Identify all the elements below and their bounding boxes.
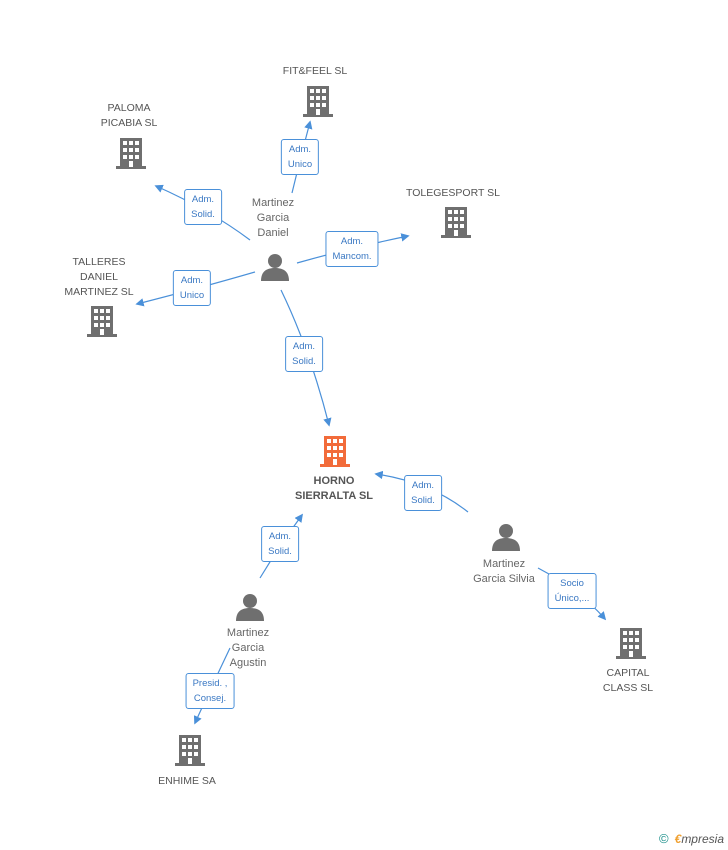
company-label-enhime[interactable]: ENHIME SA bbox=[158, 775, 216, 787]
relation-silvia-capital: Socio Único,... bbox=[547, 573, 597, 609]
copyright-icon: © bbox=[659, 831, 669, 846]
building-icon-paloma[interactable] bbox=[116, 138, 146, 169]
building-icon-enhime[interactable] bbox=[175, 735, 205, 766]
company-label-paloma[interactable]: PALOMA PICABIA SL bbox=[100, 102, 158, 129]
building-icon-tolegesport[interactable] bbox=[441, 207, 471, 238]
relation-silvia-horno: Adm. Solid. bbox=[404, 475, 442, 511]
company-label-capital[interactable]: CAPITAL CLASS SL bbox=[602, 667, 654, 694]
person-icon-silvia[interactable] bbox=[492, 524, 520, 551]
relation-daniel-horno: Adm. Solid. bbox=[285, 336, 323, 372]
person-label-daniel[interactable]: Martinez Garcia Daniel bbox=[251, 197, 295, 239]
building-icon-horno[interactable] bbox=[320, 436, 350, 467]
relation-daniel-tolegesport: Adm. Mancom. bbox=[325, 231, 379, 267]
footer-brand: © €mpresia bbox=[659, 831, 724, 846]
brand-name: mpresia bbox=[681, 832, 724, 846]
person-icon-agustin[interactable] bbox=[236, 594, 264, 621]
relation-agustin-enhime: Presid. , Consej. bbox=[185, 673, 235, 709]
relation-daniel-talleres: Adm. Unico bbox=[172, 270, 212, 306]
relation-daniel-paloma: Adm. Solid. bbox=[184, 189, 222, 225]
building-icon-fitfeel[interactable] bbox=[303, 86, 333, 117]
relation-agustin-horno: Adm. Solid. bbox=[261, 526, 299, 562]
brand-logo-letter: € bbox=[674, 832, 682, 846]
person-label-silvia[interactable]: Martinez Garcia Silvia bbox=[473, 558, 535, 585]
person-label-agustin[interactable]: Martinez Garcia Agustin bbox=[226, 627, 270, 669]
company-label-horno[interactable]: HORNO SIERRALTA SL bbox=[294, 475, 374, 502]
building-icon-talleres[interactable] bbox=[87, 306, 117, 337]
building-icon-capital[interactable] bbox=[616, 628, 646, 659]
person-icon-daniel[interactable] bbox=[261, 254, 289, 281]
company-label-tolegesport[interactable]: TOLEGESPORT SL bbox=[406, 187, 500, 199]
relation-daniel-fitfeel: Adm. Unico bbox=[280, 139, 320, 175]
company-label-talleres[interactable]: TALLERES DANIEL MARTINEZ SL bbox=[64, 256, 134, 298]
company-label-fitfeel[interactable]: FIT&FEEL SL bbox=[282, 65, 348, 77]
